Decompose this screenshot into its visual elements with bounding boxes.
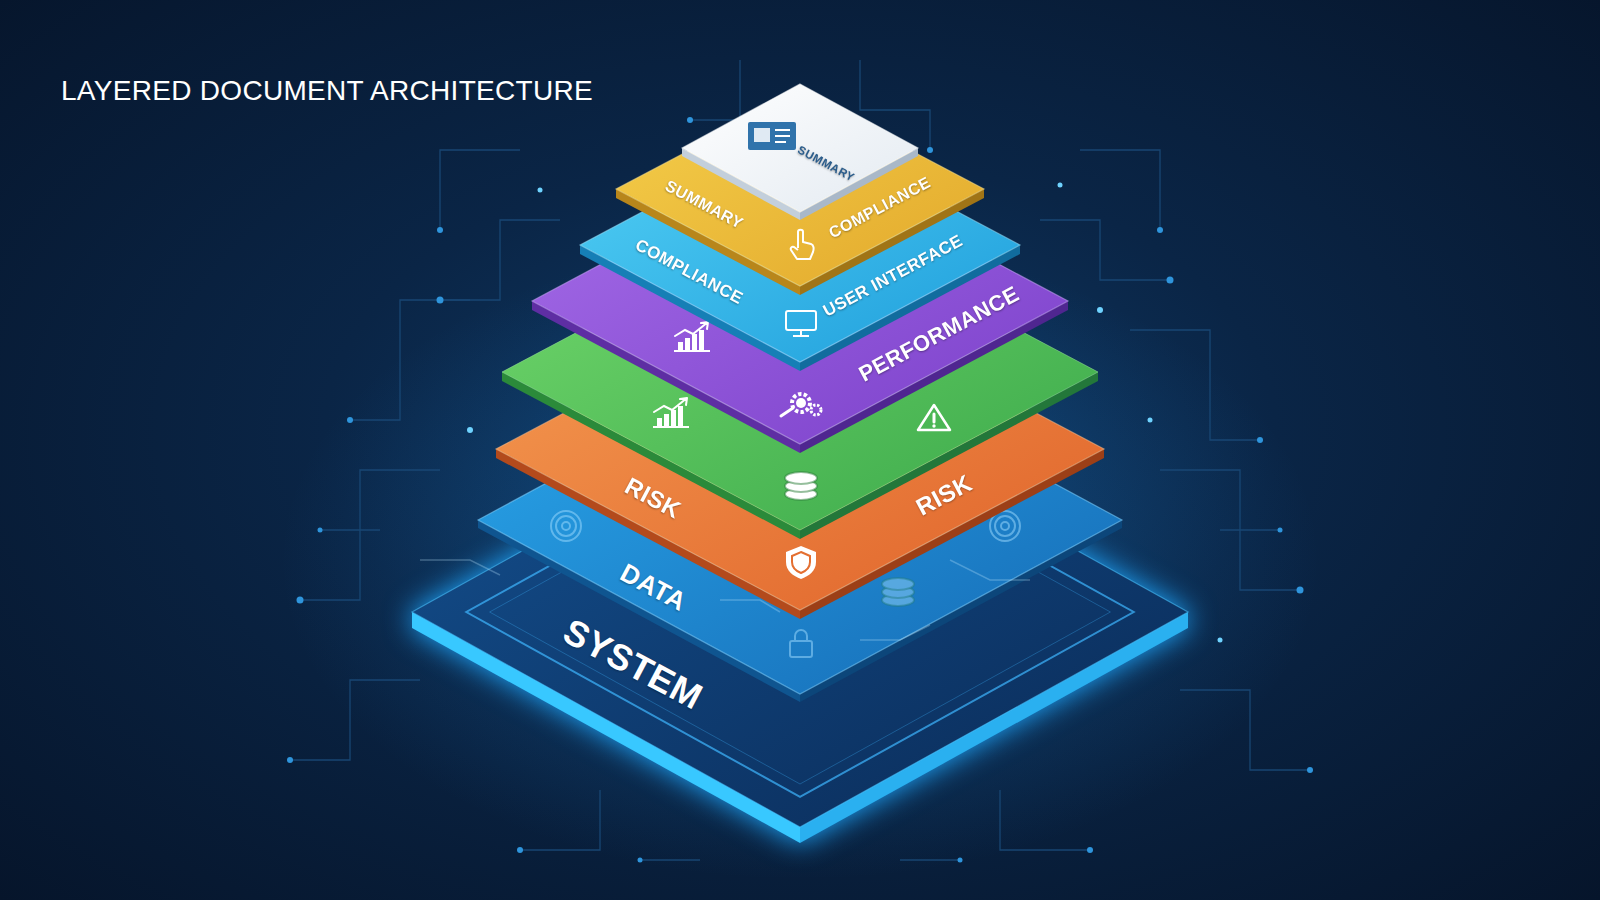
- shield-inner: [792, 552, 810, 573]
- monitor-screen: [786, 311, 816, 330]
- background-glow: [280, 240, 1320, 880]
- trend-line: [675, 322, 708, 336]
- db-disk: [882, 578, 914, 590]
- target-ring: [556, 516, 576, 536]
- inner-outline: [490, 440, 1111, 784]
- layer-icons: [786, 546, 816, 579]
- monitor-stand: [793, 330, 809, 336]
- inner-outline: [466, 427, 1133, 797]
- db-icon: [882, 578, 914, 606]
- lock-shackle: [795, 630, 807, 641]
- shield-icon: [786, 546, 816, 579]
- lock-icon: [790, 630, 812, 657]
- target-ring: [990, 511, 1020, 541]
- circuit-traces: [290, 60, 1310, 860]
- gear-teeth: [811, 405, 821, 415]
- bar: [685, 338, 690, 350]
- target-ring: [551, 511, 581, 541]
- page-title: LAYERED DOCUMENT ARCHITECTURE: [61, 75, 593, 107]
- bars-icon: [674, 322, 710, 351]
- bar: [699, 330, 704, 350]
- layer-icons: [786, 311, 816, 336]
- gear-handle: [781, 408, 793, 416]
- bar: [678, 342, 683, 350]
- doc-lines: [775, 130, 790, 142]
- baseline: [674, 350, 710, 352]
- trace: [950, 560, 1030, 580]
- shield-outer: [786, 546, 816, 579]
- monitor-icon: [786, 311, 816, 336]
- hand-icon: [791, 230, 814, 259]
- layer-icons: [748, 122, 796, 150]
- layer-icons: [791, 230, 814, 259]
- gear-teeth: [792, 394, 810, 412]
- stack-layer: SUMMARY: [682, 84, 918, 220]
- gear-icon: [781, 394, 821, 416]
- bar: [692, 334, 697, 350]
- target-icon: [990, 511, 1020, 541]
- trace: [620, 519, 660, 521]
- target-icon: [551, 511, 581, 541]
- circuit-dots: [287, 117, 1313, 863]
- layer-top: [412, 397, 1188, 827]
- target-ring: [995, 516, 1015, 536]
- lock-body: [790, 641, 812, 657]
- gear-hub: [796, 398, 806, 408]
- pointer-hand: [791, 230, 814, 259]
- trace: [720, 600, 780, 612]
- target-ring: [1001, 522, 1009, 530]
- target-ring: [562, 522, 570, 530]
- doc-image: [754, 128, 770, 142]
- doc-icon: [748, 122, 796, 150]
- doc-frame: [748, 122, 796, 150]
